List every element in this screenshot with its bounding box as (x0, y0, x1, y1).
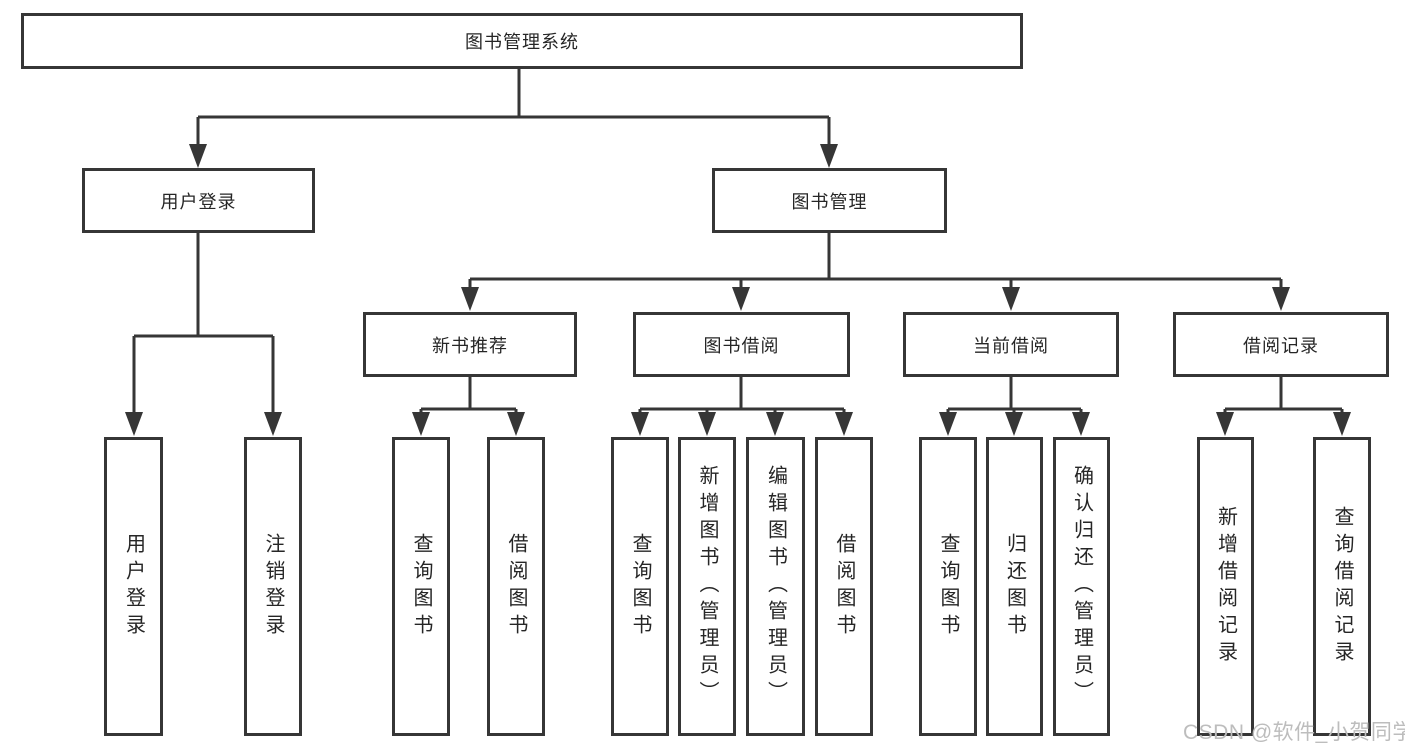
node-root-system-label: 图书管理系统 (465, 32, 579, 52)
node-leaf-query-books-recommend-label: 查询图书 (410, 532, 432, 641)
csdn-watermark: CSDN @软件_小贺同学 (1183, 721, 1405, 744)
edge-new-book-junction (419, 377, 518, 418)
arrowheads (125, 144, 1351, 436)
edge-user-login-junction (132, 233, 275, 418)
node-leaf-add-borrow-record-label: 新增借阅记录 (1214, 505, 1237, 668)
node-leaf-user-login: 用户登录 (104, 437, 163, 736)
node-leaf-return-books: 归还图书 (986, 437, 1043, 736)
edge-book-management-junction (468, 233, 1283, 293)
node-leaf-borrow-books: 借阅图书 (815, 437, 873, 736)
node-leaf-return-books-label: 归还图书 (1003, 532, 1026, 641)
node-leaf-user-login-label: 用户登录 (122, 532, 145, 641)
node-book-borrow: 图书借阅 (633, 312, 850, 377)
node-new-book-recommend-label: 新书推荐 (432, 335, 508, 356)
node-leaf-query-books-recommend: 查询图书 (392, 437, 450, 736)
node-leaf-borrow-books-recommend-label: 借阅图书 (505, 532, 527, 641)
edge-current-borrow-junction (946, 377, 1083, 418)
node-book-management-label: 图书管理 (791, 191, 868, 212)
edge-book-borrow-junction (638, 377, 846, 418)
node-leaf-confirm-return-admin: 确认归还（管理员） (1053, 437, 1110, 736)
node-leaf-add-borrow-record: 新增借阅记录 (1197, 437, 1254, 736)
node-book-borrow-label: 图书借阅 (703, 335, 780, 356)
edge-root-junction (196, 69, 831, 150)
node-current-borrow-label: 当前借阅 (973, 335, 1049, 356)
node-leaf-confirm-return-admin-label: 确认归还（管理员） (1070, 465, 1093, 708)
node-borrow-records-label: 借阅记录 (1243, 335, 1319, 356)
node-leaf-query-books-current: 查询图书 (919, 437, 977, 736)
node-new-book-recommend: 新书推荐 (363, 312, 577, 377)
node-user-login-label: 用户登录 (160, 191, 237, 212)
node-leaf-query-borrow-record-label: 查询借阅记录 (1331, 505, 1353, 668)
node-leaf-edit-books-admin-label: 编辑图书（管理员） (764, 465, 787, 708)
node-leaf-logout-label: 注销登录 (262, 532, 284, 641)
node-book-management: 图书管理 (712, 168, 947, 233)
edge-borrow-records-junction (1223, 377, 1344, 418)
node-leaf-add-books-admin: 新增图书（管理员） (678, 437, 736, 736)
node-leaf-add-books-admin-label: 新增图书（管理员） (696, 465, 718, 708)
node-borrow-records: 借阅记录 (1173, 312, 1389, 377)
node-leaf-logout: 注销登录 (244, 437, 302, 736)
node-user-login: 用户登录 (82, 168, 315, 233)
node-leaf-query-books-borrow-label: 查询图书 (629, 532, 651, 641)
node-leaf-borrow-books-label: 借阅图书 (833, 532, 855, 641)
node-leaf-borrow-books-recommend: 借阅图书 (487, 437, 545, 736)
node-leaf-query-borrow-record: 查询借阅记录 (1313, 437, 1371, 736)
node-leaf-query-books-current-label: 查询图书 (937, 532, 959, 641)
node-leaf-query-books-borrow: 查询图书 (611, 437, 669, 736)
node-current-borrow: 当前借阅 (903, 312, 1119, 377)
node-root-system: 图书管理系统 (21, 13, 1023, 69)
node-leaf-edit-books-admin: 编辑图书（管理员） (746, 437, 805, 736)
